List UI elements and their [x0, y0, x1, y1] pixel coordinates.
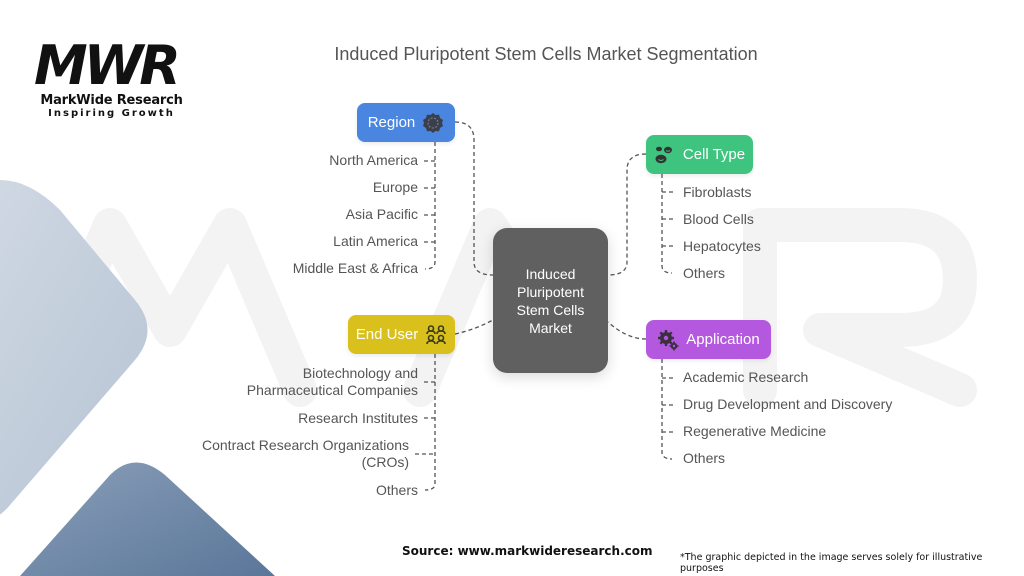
end-user-item: Research Institutes — [298, 410, 418, 426]
application-item: Others — [683, 450, 726, 466]
brand-tagline: Inspiring Growth — [48, 108, 175, 119]
end-user-item: Biotechnology and Pharmaceutical Compani… — [246, 365, 418, 398]
connector-enduser-center — [454, 319, 494, 335]
cell-type-item: Fibroblasts — [683, 184, 752, 200]
cell-type-item: Blood Cells — [683, 211, 754, 227]
cells-icon — [654, 144, 676, 166]
region-item: Middle East & Africa — [292, 260, 418, 276]
brand-name: MarkWide Research — [40, 93, 183, 108]
users-group-icon — [425, 324, 447, 346]
segment-application[interactable]: Application — [646, 320, 771, 359]
segment-end-user[interactable]: End User — [348, 315, 455, 354]
connector-region-center — [454, 121, 494, 276]
globe-icon — [422, 112, 444, 134]
end-user-item: Others — [375, 482, 418, 498]
segment-region[interactable]: Region — [357, 103, 455, 142]
end-user-item: Contract Research Organizations (CROs) — [202, 437, 409, 470]
cell-type-item: Others — [683, 265, 726, 281]
center-node[interactable]: Induced Pluripotent Stem Cells Market — [493, 228, 608, 373]
center-node-label: Induced Pluripotent Stem Cells Market — [516, 265, 585, 336]
bg-shape-light — [0, 180, 148, 515]
segment-region-label: Region — [367, 114, 416, 131]
logo-mark: MWR — [34, 34, 181, 97]
segment-end-user-label: End User — [355, 326, 419, 343]
page-title: Induced Pluripotent Stem Cells Market Se… — [334, 44, 758, 64]
connector-application-list — [661, 359, 673, 460]
connector-application-center — [607, 321, 647, 340]
brand-logo: MWR MarkWide Research Inspiring Growth — [34, 34, 189, 120]
gears-icon — [657, 329, 679, 351]
region-item: Latin America — [333, 233, 418, 249]
connector-celltype-list — [661, 174, 673, 274]
segment-application-label: Application — [686, 331, 760, 348]
segment-cell-type[interactable]: Cell Type — [646, 135, 753, 174]
region-item: Europe — [372, 179, 418, 195]
application-item: Academic Research — [683, 369, 809, 385]
disclaimer-text: *The graphic depicted in the image serve… — [680, 552, 983, 574]
application-item: Regenerative Medicine — [683, 423, 827, 439]
bg-shape-dark — [20, 462, 275, 576]
connector-celltype-center — [607, 153, 647, 276]
application-item: Drug Development and Discovery — [683, 396, 893, 412]
region-item: Asia Pacific — [345, 206, 418, 222]
source-text: Source: www.markwideresearch.com — [402, 544, 653, 558]
region-item: North America — [329, 152, 418, 168]
segment-cell-type-label: Cell Type — [682, 146, 746, 163]
connector-region-list — [424, 142, 436, 270]
cell-type-item: Hepatocytes — [683, 238, 761, 254]
connector-enduser-list — [424, 354, 436, 491]
